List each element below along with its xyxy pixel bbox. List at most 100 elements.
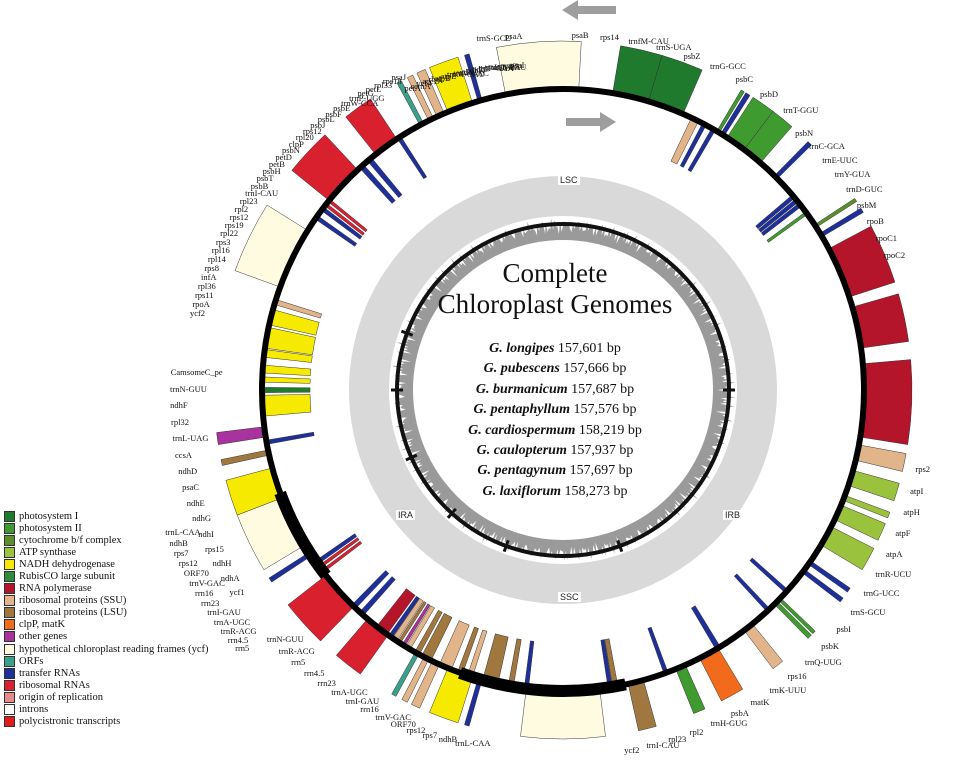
legend-item: origin of replication bbox=[4, 691, 254, 703]
gene-label: trnV-GAC bbox=[189, 578, 225, 589]
legend-item: photosystem I bbox=[4, 510, 254, 522]
gene-block bbox=[691, 605, 720, 648]
gene-label: atpF bbox=[895, 528, 911, 539]
arrow-counterclockwise bbox=[562, 0, 616, 20]
gene-label: ndhH bbox=[212, 558, 232, 569]
species-row: G. pentagynum 157,697 bp bbox=[380, 461, 730, 481]
gene-block bbox=[647, 626, 668, 672]
gene-block bbox=[267, 431, 315, 445]
gene-label: rpl20 bbox=[295, 132, 314, 143]
species-size: 157,666 bp bbox=[563, 361, 627, 377]
legend-label: clpP, matK bbox=[19, 619, 66, 631]
boundary-tick bbox=[446, 507, 458, 519]
gene-label: ndhI bbox=[198, 528, 214, 539]
gene-block bbox=[391, 653, 419, 697]
gene-label: ndhA bbox=[220, 572, 240, 583]
legend-item: NADH dehydrogenase bbox=[4, 558, 254, 570]
gene-block bbox=[758, 199, 798, 233]
legend-swatch bbox=[4, 546, 15, 558]
gene-label: ndhG bbox=[192, 513, 211, 524]
legend-swatch bbox=[4, 631, 15, 643]
legend-swatch bbox=[4, 607, 15, 619]
legend-swatch bbox=[4, 716, 15, 728]
gene-label: rps8 bbox=[204, 262, 219, 273]
legend-swatch bbox=[4, 691, 15, 703]
region-label-irb: IRB bbox=[723, 510, 743, 520]
species-size: 157,687 bp bbox=[571, 381, 635, 397]
gene-label: rrn5 bbox=[291, 657, 306, 668]
center-disc bbox=[413, 240, 713, 540]
gene-label: psaC bbox=[182, 481, 200, 492]
species-size: 158,219 bp bbox=[578, 422, 642, 438]
gene-label: rrn4.5 bbox=[227, 634, 249, 645]
species-name: G. pentagynum bbox=[477, 463, 567, 479]
legend-label: introns bbox=[19, 704, 49, 716]
gene-label: trnT-UGU bbox=[491, 61, 527, 72]
gene-label: psbH bbox=[262, 165, 281, 176]
gene-label: rpl16 bbox=[211, 245, 230, 256]
legend-swatch bbox=[4, 510, 15, 522]
gene-label: rpl14 bbox=[207, 254, 226, 264]
gene-block bbox=[749, 557, 787, 592]
species-row: G. pentaphyllum 157,576 bp bbox=[380, 400, 730, 420]
gene-label: trnI-GAU bbox=[345, 696, 380, 707]
legend-swatch bbox=[4, 595, 15, 607]
gene-label: trnP-UGG bbox=[349, 93, 385, 104]
gene-block bbox=[779, 598, 816, 635]
gene-label: rpl2 bbox=[234, 203, 249, 214]
boundary-tick bbox=[616, 539, 624, 553]
gene-label: trnV-GAC bbox=[375, 711, 411, 722]
legend-item: ORFs bbox=[4, 655, 254, 667]
gene-label: rrn4.5 bbox=[304, 667, 325, 678]
gene-block bbox=[220, 450, 268, 466]
gene-label: petB bbox=[268, 158, 285, 169]
gene-block bbox=[287, 576, 353, 642]
gene-block bbox=[263, 387, 311, 393]
gene-label: rps7 bbox=[173, 548, 189, 558]
gene-label: ycf3 bbox=[503, 60, 519, 71]
center-title-line1: Complete bbox=[502, 258, 608, 288]
legend-label: ribosomal proteins (SSU) bbox=[19, 595, 127, 607]
gene-label: trnfM-CAU bbox=[628, 35, 669, 46]
species-size: 158,273 bp bbox=[564, 483, 628, 499]
species-size: 157,601 bp bbox=[557, 341, 621, 356]
gene-label: ndhC bbox=[459, 66, 478, 77]
gene-label: CamsomeC_pe bbox=[170, 367, 223, 378]
legend-item: polycistronic transcripts bbox=[4, 716, 254, 728]
legend-item: other genes bbox=[4, 631, 254, 643]
gene-label: atpB bbox=[434, 72, 451, 83]
gene-label: psbI bbox=[836, 624, 851, 635]
gene-label: rps14 bbox=[600, 31, 619, 42]
gene-label: rps2 bbox=[915, 463, 931, 474]
gene-block bbox=[508, 638, 522, 686]
legend-label: ORFs bbox=[19, 655, 44, 667]
gene-label: rrn23 bbox=[317, 677, 336, 688]
gene-block bbox=[775, 141, 812, 178]
gene-label: psbN bbox=[281, 145, 300, 156]
legend-label: cytochrome b/f complex bbox=[19, 534, 122, 546]
gene-label: rpoB bbox=[866, 216, 884, 227]
gene-label: trnF-GAA bbox=[478, 63, 514, 74]
legend-item: RNA polymerase bbox=[4, 583, 254, 595]
legend-item: RubisCO large subunit bbox=[4, 570, 254, 583]
gene-label: ycf2 bbox=[624, 744, 640, 755]
gene-label: trnS-GCU bbox=[850, 606, 886, 617]
gene-label: ccsA bbox=[175, 449, 193, 460]
gene-label: infA bbox=[200, 271, 217, 282]
legend-label: ribosomal proteins (LSU) bbox=[19, 607, 127, 619]
gene-label: atpI bbox=[910, 485, 924, 496]
species-size: 157,937 bp bbox=[570, 443, 634, 459]
gene-label: matK bbox=[750, 697, 770, 708]
gene-label: trnH-GUG bbox=[710, 718, 748, 729]
ira-band bbox=[457, 667, 627, 697]
gene-label: rrn5 bbox=[235, 643, 250, 654]
gene-block bbox=[263, 376, 311, 384]
gene-label: trnY-GUA bbox=[834, 169, 871, 180]
gene-label: rps19 bbox=[224, 220, 244, 231]
gene-label: petD bbox=[275, 151, 292, 162]
gene-block bbox=[733, 573, 769, 611]
gene-label: ORF70 bbox=[390, 718, 416, 729]
legend-item: ATP synthase bbox=[4, 546, 254, 558]
legend-swatch bbox=[4, 534, 15, 546]
gene-label: cemA bbox=[410, 80, 431, 91]
